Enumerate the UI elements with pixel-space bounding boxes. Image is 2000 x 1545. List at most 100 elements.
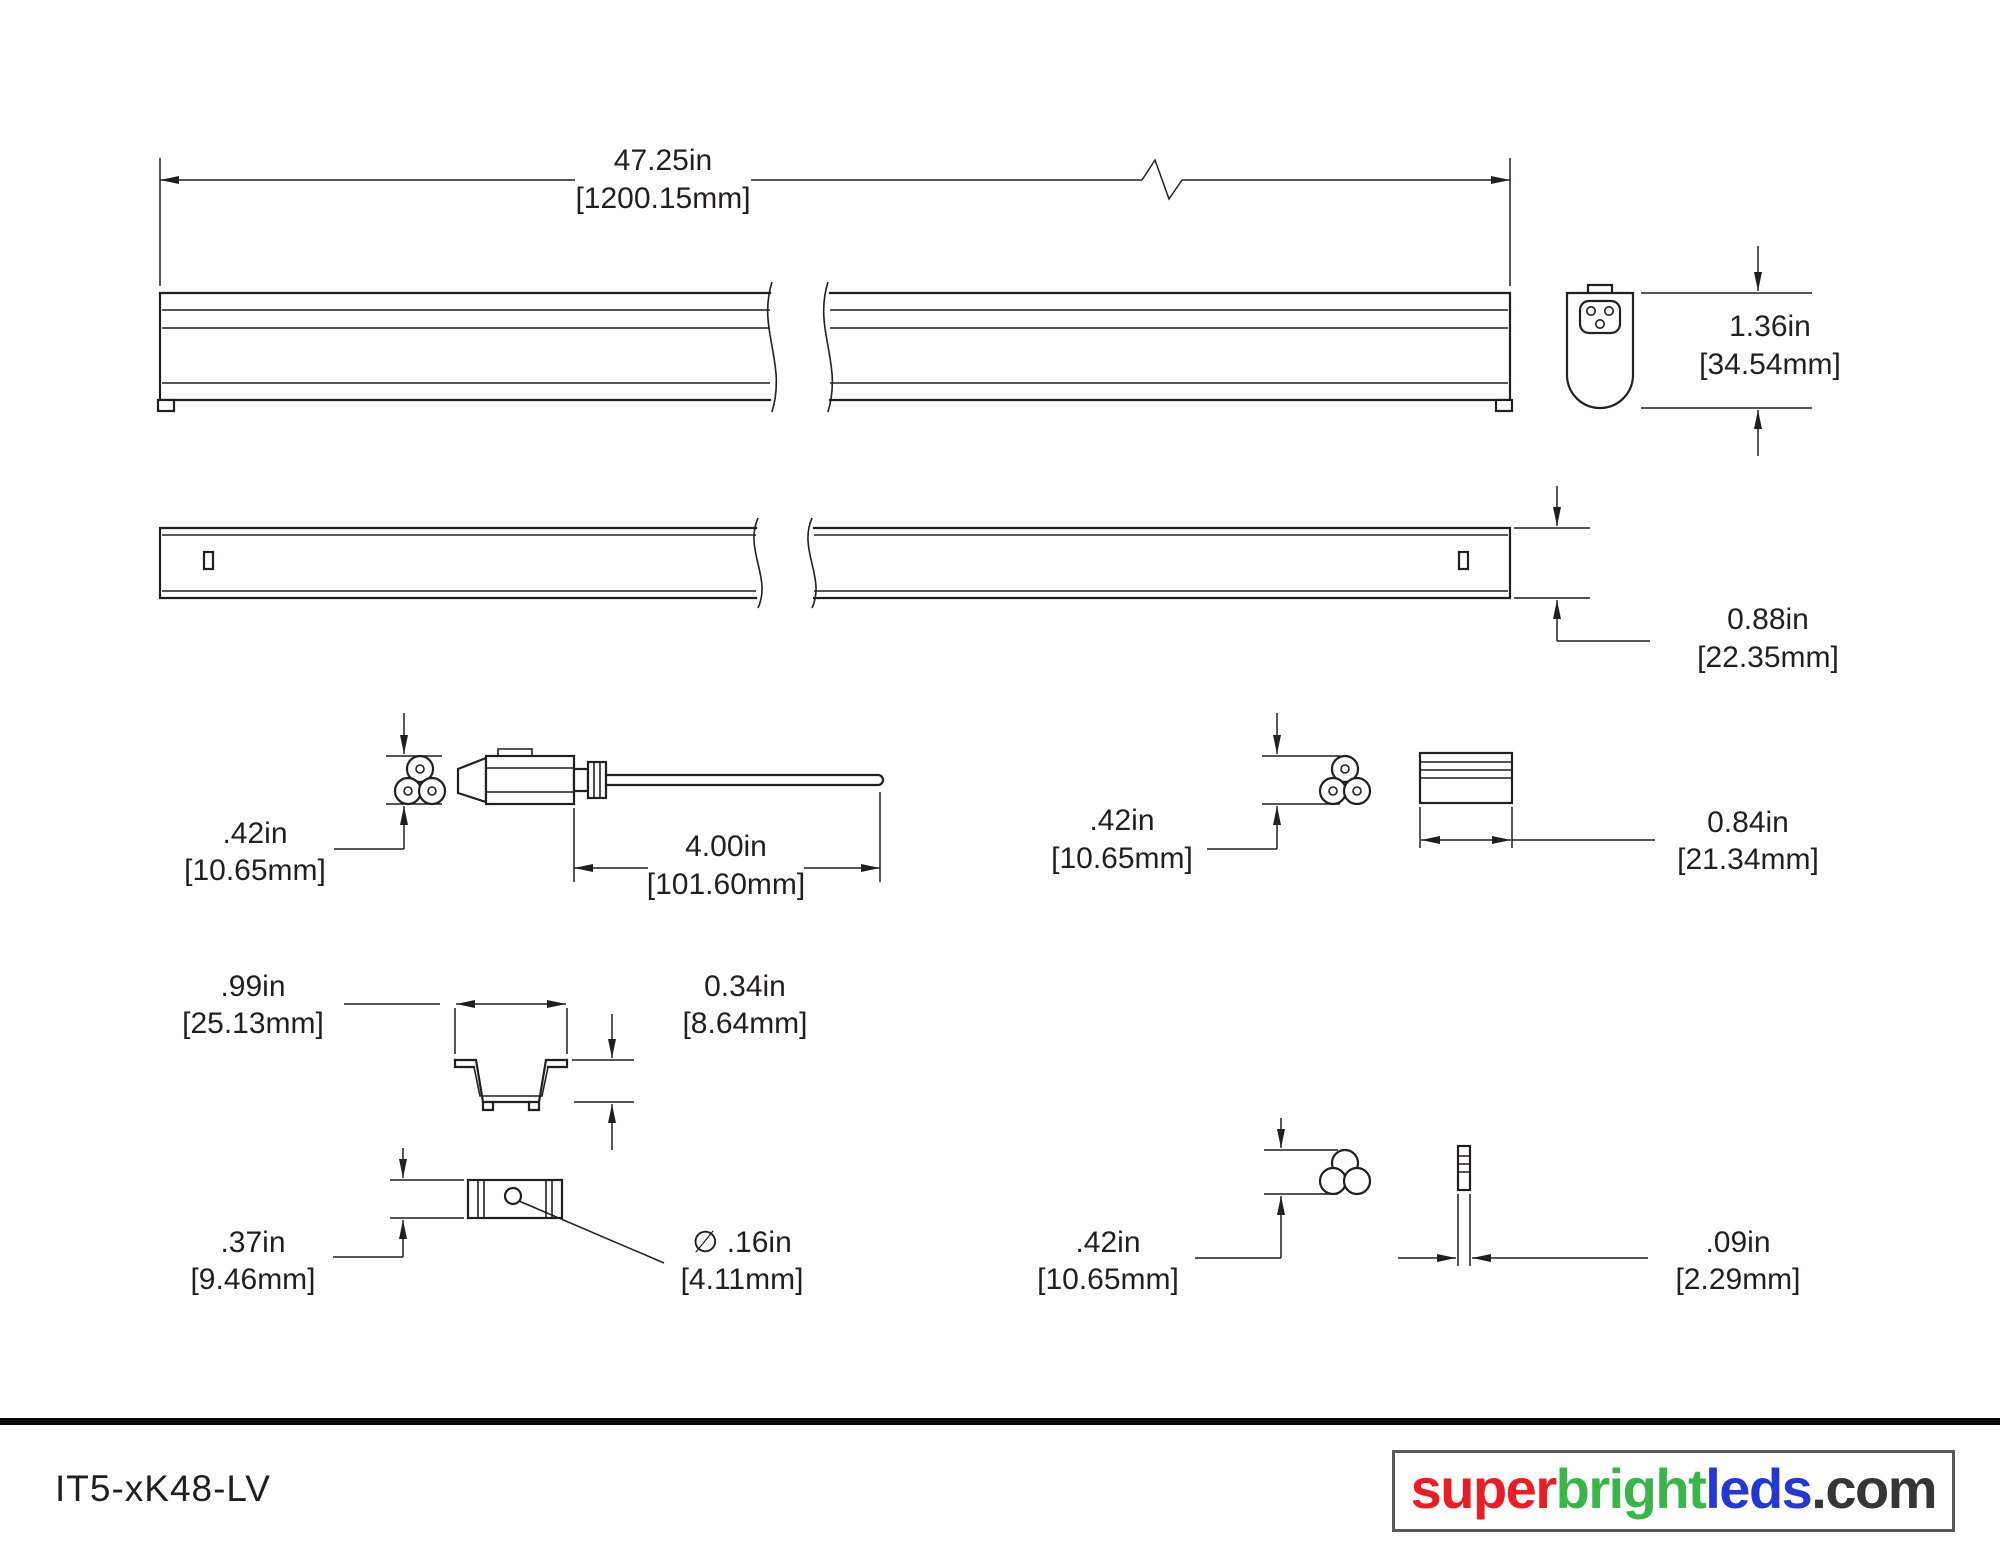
socket-lobe — [1342, 776, 1372, 806]
mounting-clip-side — [466, 1178, 564, 1220]
dim-clip-depth-mm: [8.64mm] — [682, 1007, 807, 1040]
socket-face — [1578, 299, 1622, 335]
dim-bracket-height-mm: [10.65mm] — [1037, 1263, 1179, 1296]
logo-text-com: .com — [1811, 1457, 1937, 1520]
clip-edge-outline — [1456, 1144, 1472, 1192]
clip-inner-wall — [473, 1066, 549, 1097]
break-mark — [1141, 158, 1183, 201]
pin — [1328, 786, 1338, 796]
superbrightleds-logo: superbrightleds.com — [1391, 1450, 1955, 1532]
plug-lobe — [393, 776, 423, 806]
extension-lines — [1457, 1194, 1471, 1266]
clip-flanges — [453, 1058, 569, 1069]
dim-clip-width: .99in [25.13mm] — [182, 970, 568, 1054]
clip-side-outline — [466, 1178, 564, 1220]
power-cable-detail — [456, 748, 885, 806]
mounting-slot-left — [202, 550, 215, 571]
dim-plug-height-in: .42in — [222, 817, 287, 850]
clip-profile-outline — [453, 1058, 569, 1104]
pin — [403, 786, 413, 796]
strain-relief-rings — [593, 762, 601, 798]
break-lines — [753, 517, 817, 609]
mounting-clip-profile — [453, 1058, 569, 1112]
clip-lobe — [1318, 1166, 1348, 1196]
dim-end-height-in: 1.36in — [1729, 310, 1811, 343]
neck — [572, 767, 590, 793]
extension-lines — [390, 1179, 464, 1219]
dim-clip-height: .37in [9.46mm] — [190, 1148, 464, 1296]
end-cap-detail — [1418, 751, 1514, 805]
dim-plug-height-mm: [10.65mm] — [184, 854, 326, 887]
dim-body-height-in: 0.88in — [1727, 603, 1809, 636]
dim-hole-diameter-in: ∅ .16in — [692, 1226, 792, 1259]
dim-bracket-thickness: .09in [2.29mm] — [1398, 1194, 1801, 1296]
dim-clip-width-in: .99in — [220, 970, 285, 1003]
dim-socket-height-mm: [10.65mm] — [1051, 842, 1193, 875]
socket-lobe — [1330, 754, 1360, 784]
clip-feet — [481, 1100, 541, 1112]
connector-body — [484, 754, 576, 806]
side-outline — [158, 526, 1512, 600]
break-lines — [766, 281, 834, 413]
footer-divider — [0, 1418, 2000, 1425]
side-view — [158, 517, 1512, 609]
dim-body-height-mm: [22.35mm] — [1697, 641, 1839, 674]
dim-clip-height-mm: [9.46mm] — [190, 1263, 315, 1296]
clip-lobe — [1342, 1166, 1372, 1196]
body-lines — [486, 767, 574, 793]
screw-hole — [503, 1186, 523, 1206]
fixture-outline — [158, 291, 1512, 402]
pin-hole — [1595, 318, 1606, 329]
strain-relief — [586, 760, 608, 800]
dim-socket-height: .42in [10.65mm] — [1051, 713, 1340, 875]
extension-lines — [1514, 527, 1590, 599]
end-view — [1565, 283, 1635, 410]
front-view — [156, 281, 1514, 413]
dim-clip-width-mm: [25.13mm] — [182, 1007, 324, 1040]
end-foot-left — [156, 398, 176, 413]
extension-lines — [454, 1008, 568, 1054]
plug-face-detail — [393, 754, 447, 806]
dim-cable-length: 4.00in [101.60mm] — [573, 792, 881, 901]
end-cap-ribs — [1420, 761, 1512, 779]
extension-lines — [1419, 807, 1513, 848]
extension-lines — [1264, 1149, 1338, 1195]
pin — [415, 764, 425, 774]
fixture-rib-lines — [162, 309, 1508, 384]
clip-arm-lines — [477, 1180, 553, 1218]
dim-overall-length: 47.25in [1200.15mm] — [159, 144, 1511, 286]
dim-clip-depth-in: 0.34in — [704, 970, 786, 1003]
dim-clip-depth: 0.34in [8.64mm] — [572, 970, 808, 1150]
leader-line — [518, 1200, 665, 1264]
clip-top-detail — [1318, 1148, 1372, 1196]
latch — [497, 748, 533, 756]
dim-cable-length-in: 4.00in — [685, 830, 767, 863]
logo-text-bright: bright — [1555, 1457, 1707, 1520]
extension-lines — [572, 1059, 634, 1103]
dim-bracket-thickness-in: .09in — [1705, 1226, 1770, 1259]
pin — [427, 786, 437, 796]
pin-hole — [1586, 305, 1597, 316]
extension-lines — [386, 755, 442, 805]
dim-bracket-thickness-mm: [2.29mm] — [1675, 1263, 1800, 1296]
end-cap-outline — [1565, 291, 1635, 410]
clip-edge-lines — [1458, 1155, 1470, 1173]
dim-hole-diameter: ∅ .16in [4.11mm] — [518, 1200, 803, 1296]
extension-lines — [1262, 755, 1340, 805]
dim-end-cap-length: 0.84in [21.34mm] — [1419, 806, 1819, 876]
dim-cable-length-mm: [101.60mm] — [647, 868, 805, 901]
pin — [1352, 786, 1362, 796]
dim-end-cap-length-in: 0.84in — [1707, 806, 1789, 839]
extension-lines — [1641, 292, 1812, 409]
dim-body-height: 0.88in [22.35mm] — [1514, 486, 1839, 674]
dim-overall-length-mm: [1200.15mm] — [575, 182, 750, 215]
dim-socket-height-in: .42in — [1089, 804, 1154, 837]
dim-overall-length-in: 47.25in — [614, 144, 712, 177]
pin-hole — [1604, 305, 1615, 316]
dim-clip-height-in: .37in — [220, 1226, 285, 1259]
part-number: IT5-xK48-LV — [55, 1468, 271, 1509]
logo-text-super: super — [1410, 1457, 1558, 1520]
side-edge-lines — [162, 534, 1508, 592]
socket-face-detail — [1318, 754, 1372, 806]
